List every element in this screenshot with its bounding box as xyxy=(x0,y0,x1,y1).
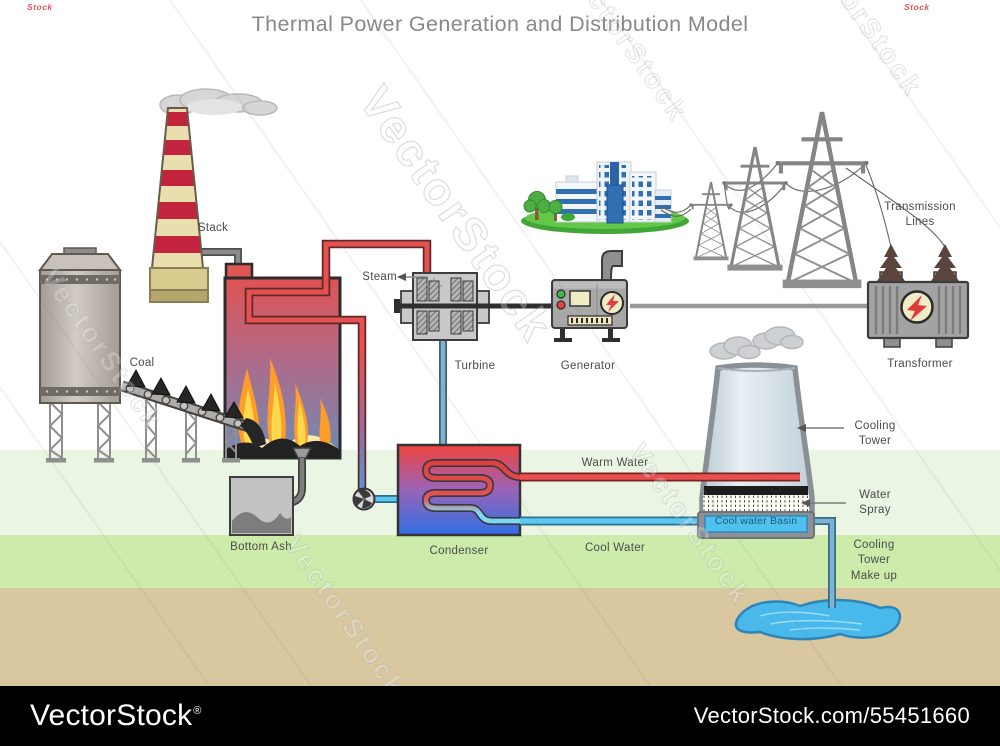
generator-unit xyxy=(551,250,628,342)
coal-conveyor xyxy=(120,368,266,463)
label-bottom-ash: Bottom Ash xyxy=(230,541,292,553)
coal-lumps xyxy=(126,368,244,419)
bottom-ash-unit xyxy=(229,447,313,536)
power-lines xyxy=(660,162,946,248)
label-water-spray: Water Spray xyxy=(859,489,891,517)
registered-mark: ® xyxy=(193,705,202,717)
label-steam: Steam xyxy=(362,271,397,283)
label-condenser: Condenser xyxy=(429,545,489,557)
bushing-insulator xyxy=(931,244,959,281)
label-cool-water: Cool Water xyxy=(584,542,646,554)
turbine-blades xyxy=(416,277,474,335)
boiler xyxy=(223,262,342,460)
water-pipes xyxy=(520,472,836,608)
page-title: Thermal Power Generation and Distributio… xyxy=(251,12,749,36)
label-generator: Generator xyxy=(560,360,616,372)
transmission-towers xyxy=(689,112,868,288)
label-turbine: Turbine xyxy=(454,360,496,372)
water-source xyxy=(734,598,902,641)
label-transformer: Transformer xyxy=(887,358,953,370)
bushing-insulator xyxy=(877,244,905,281)
steam-pointer xyxy=(397,273,428,281)
steam-pipes xyxy=(244,239,432,511)
city xyxy=(521,161,689,234)
coal-silo xyxy=(38,247,122,463)
pump xyxy=(352,487,376,511)
stack-chimney xyxy=(149,107,209,303)
cooling-tower-unit xyxy=(699,362,815,519)
transformer-unit xyxy=(866,244,970,348)
turbine-unit xyxy=(394,272,554,448)
cool-water-basin xyxy=(697,511,815,539)
vectorstock-logo: VectorStock® xyxy=(30,699,202,733)
condenser-unit xyxy=(396,443,522,537)
clouds xyxy=(709,326,804,360)
label-cooling-tower-makeup: Cooling Tower Make up xyxy=(850,539,898,582)
vectorstock-logo-text: VectorStock xyxy=(30,699,193,732)
vectorstock-footer-bar: VectorStock® VectorStock.com/55451660 xyxy=(0,686,1000,746)
diagram-canvas xyxy=(0,88,1000,686)
pointer-arrows xyxy=(797,424,846,507)
label-transmission-lines: Transmission Lines xyxy=(884,201,956,229)
label-stack: Stack xyxy=(197,222,229,234)
water-spray-zone xyxy=(703,495,809,514)
label-cooling-tower: Cooling Tower xyxy=(854,420,896,448)
label-cool-water-basin: Cool water Basin xyxy=(714,515,798,527)
tree xyxy=(523,191,575,221)
label-warm-water: Warm Water xyxy=(581,457,649,469)
image-url-text: VectorStock.com/55451660 xyxy=(693,703,970,728)
label-coal: Coal xyxy=(129,357,155,369)
